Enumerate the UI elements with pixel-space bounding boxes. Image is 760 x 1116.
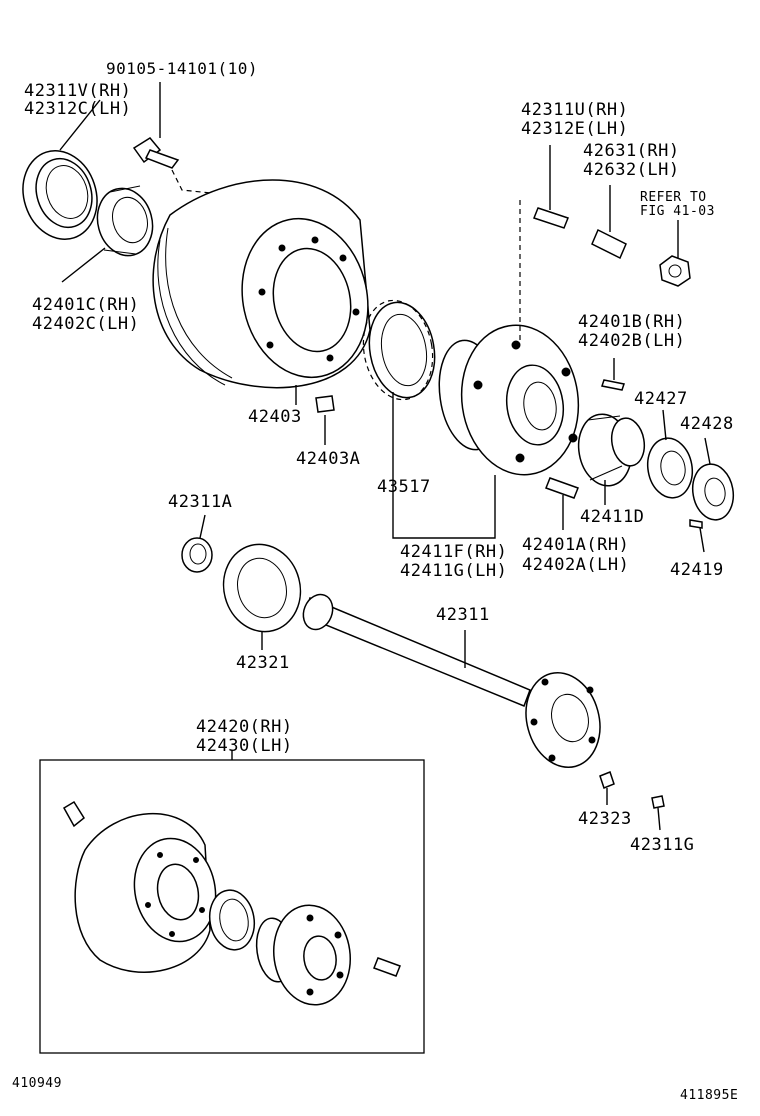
label-stud-lh: 42632(LH) bbox=[583, 160, 680, 180]
label-42323: 42323 bbox=[578, 809, 632, 829]
label-seal-lh: 42312C(LH) bbox=[24, 99, 132, 119]
label-stud-rh: 42631(RH) bbox=[583, 141, 680, 161]
label-42427: 42427 bbox=[634, 389, 688, 409]
axle-shaft bbox=[302, 593, 601, 769]
label-42321: 42321 bbox=[236, 653, 290, 673]
axle-bushing bbox=[181, 514, 213, 573]
drum-clip bbox=[315, 395, 335, 413]
axle-nut bbox=[599, 771, 615, 789]
hub-studs bbox=[533, 145, 691, 287]
axle-hub bbox=[438, 200, 580, 476]
label-pin-a-rh: 42401A(RH) bbox=[522, 535, 630, 555]
label-code-left: 410949 bbox=[12, 1076, 62, 1091]
label-pin-a-lh: 42402A(LH) bbox=[522, 555, 630, 575]
oil-seal bbox=[22, 150, 98, 240]
stud-a bbox=[545, 477, 579, 499]
axle-gasket bbox=[222, 543, 302, 650]
axle-washer bbox=[651, 795, 665, 809]
label-bolt-90105: 90105-14101(10) bbox=[106, 59, 258, 78]
abs-ring bbox=[362, 299, 436, 401]
label-pin-b-lh: 42402B(LH) bbox=[578, 331, 686, 351]
label-42311a: 42311A bbox=[168, 492, 233, 512]
label-pin-b-rh: 42401B(RH) bbox=[578, 312, 686, 332]
bearing-outer bbox=[96, 185, 154, 257]
assembly-hub bbox=[255, 904, 352, 1006]
label-assy-lh: 42430(LH) bbox=[196, 736, 293, 756]
leaders-main bbox=[295, 385, 496, 539]
label-assy-rh: 42420(RH) bbox=[196, 717, 293, 737]
label-bearing-c-lh: 42402C(LH) bbox=[32, 314, 140, 334]
label-bolt-u-rh: 42311U(RH) bbox=[521, 100, 629, 120]
label-42419: 42419 bbox=[670, 560, 724, 580]
brake-drum bbox=[152, 179, 371, 389]
assembly-bolt bbox=[62, 800, 85, 828]
lock-washer-nut bbox=[646, 409, 735, 553]
leaders-left bbox=[59, 82, 161, 283]
label-42311: 42311 bbox=[436, 605, 490, 625]
label-bolt-e-lh: 42312E(LH) bbox=[521, 119, 629, 139]
label-refer-1: REFER TO bbox=[640, 190, 707, 205]
label-43517: 43517 bbox=[377, 477, 431, 497]
pin-b bbox=[601, 379, 625, 391]
label-42411d: 42411D bbox=[580, 507, 645, 527]
assembly-drum bbox=[74, 813, 217, 973]
assembly-abs-ring bbox=[208, 889, 256, 951]
inner-bearing bbox=[577, 413, 646, 505]
label-drum: 42403 bbox=[248, 407, 302, 427]
assembly-stud bbox=[373, 957, 401, 977]
label-bearing-c-rh: 42401C(RH) bbox=[32, 295, 140, 315]
hub-bolt bbox=[132, 137, 231, 196]
label-42428: 42428 bbox=[680, 414, 734, 434]
label-hub-g-lh: 42411G(LH) bbox=[400, 561, 508, 581]
label-refer-2: FIG 41-03 bbox=[640, 204, 715, 219]
label-hub-f-rh: 42411F(RH) bbox=[400, 542, 508, 562]
label-seal-rh: 42311V(RH) bbox=[24, 81, 132, 101]
label-code-right: 411895E bbox=[680, 1088, 739, 1103]
label-42311g: 42311G bbox=[630, 835, 695, 855]
label-drum-a: 42403A bbox=[296, 449, 361, 469]
nut-leaders bbox=[606, 788, 661, 831]
